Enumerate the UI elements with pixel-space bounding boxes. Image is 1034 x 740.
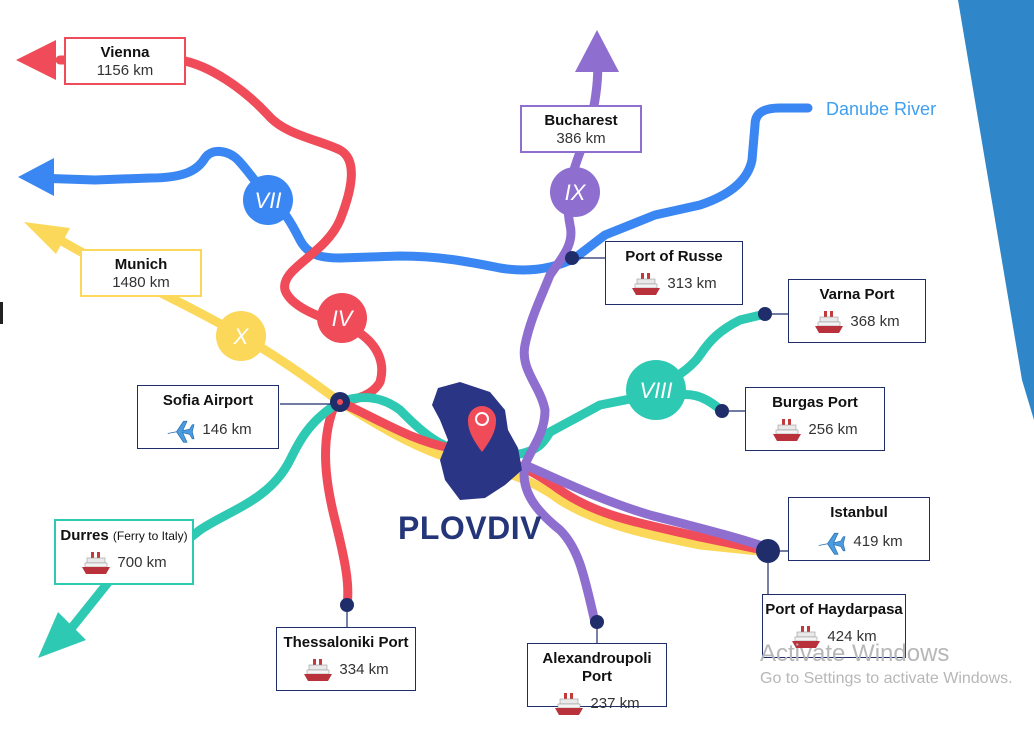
watermark-subtitle[interactable]: Go to Settings to activate Windows. xyxy=(760,670,1013,687)
activation-watermark: Activate Windows Go to Settings to activ… xyxy=(760,640,1013,690)
istanbul-node xyxy=(756,539,780,563)
alexandroupoli-node xyxy=(590,615,604,629)
arrow-north-icon xyxy=(575,30,619,72)
sofia-box: Sofia Airport 146 km xyxy=(137,385,279,449)
varna-node xyxy=(758,307,772,321)
sofia-name: Sofia Airport xyxy=(162,392,254,409)
ship-icon xyxy=(303,658,333,682)
corridor-ix-line xyxy=(519,43,603,627)
port-russe-distance: 313 km xyxy=(667,275,717,292)
varna-distance: 368 km xyxy=(850,313,900,330)
port-russe-name: Port of Russe xyxy=(625,248,723,265)
russe-node xyxy=(565,251,579,265)
haydarpasa-name: Port of Haydarpasa xyxy=(765,601,903,618)
corridor-iv-line xyxy=(55,55,387,610)
alexandroupoli-name: Alexandroupoli Port xyxy=(542,650,652,685)
corridor-x-badge: X xyxy=(216,311,266,361)
thessaloniki-node xyxy=(340,598,354,612)
varna-name: Varna Port xyxy=(819,286,895,303)
istanbul-box: Istanbul 419 km xyxy=(788,497,930,561)
corridor-vii-line xyxy=(23,103,813,275)
thessaloniki-box: Thessaloniki Port 334 km xyxy=(276,627,416,691)
haydarpasa-distance: 424 km xyxy=(827,628,877,645)
bucharest-name: Bucharest xyxy=(544,112,618,129)
airplane-icon xyxy=(815,528,847,556)
vienna-box: Vienna 1156 km xyxy=(64,37,186,85)
arrow-west-icon xyxy=(18,158,54,196)
munich-distance: 1480 km xyxy=(112,274,170,291)
istanbul-name: Istanbul xyxy=(830,504,888,521)
arrow-southwest-icon xyxy=(38,612,86,658)
port-russe-box: Port of Russe 313 km xyxy=(605,241,743,305)
arrow-munich-icon xyxy=(24,222,70,254)
vienna-distance: 1156 km xyxy=(96,62,154,79)
thessaloniki-distance: 334 km xyxy=(339,661,389,678)
side-panel xyxy=(958,0,1034,420)
burgas-node xyxy=(715,404,729,418)
arrow-northwest-icon xyxy=(16,40,56,80)
munich-box: Munich 1480 km xyxy=(80,249,202,297)
watermark-title: Activate Windows xyxy=(760,640,950,667)
burgas-distance: 256 km xyxy=(808,421,858,438)
ferry-icon xyxy=(81,551,111,575)
city-title: PLOVDIV xyxy=(398,510,542,546)
burgas-name: Burgas Port xyxy=(772,394,858,411)
sofia-distance: 146 km xyxy=(202,421,252,438)
corridor-ix-badge: IX xyxy=(550,167,600,217)
haydarpasa-box: Port of Haydarpasa 424 km xyxy=(762,594,906,658)
varna-box: Varna Port 368 km xyxy=(788,279,926,343)
durres-box: Durres (Ferry to Italy) 700 km xyxy=(54,519,194,585)
edge-mark xyxy=(0,302,3,324)
alexandroupoli-distance: 237 km xyxy=(590,695,640,712)
corridor-vii-badge: VII xyxy=(243,175,293,225)
ship-icon xyxy=(631,272,661,296)
istanbul-distance: 419 km xyxy=(853,533,903,550)
thessaloniki-name: Thessaloniki Port xyxy=(283,634,409,651)
durres-distance: 700 km xyxy=(117,554,167,571)
bucharest-distance: 386 km xyxy=(556,130,606,147)
ship-icon xyxy=(772,418,802,442)
corridor-vii-label: VII xyxy=(255,188,282,213)
corridor-ix-label: IX xyxy=(565,180,587,205)
corridor-x-label: X xyxy=(233,324,250,349)
corridor-x-line xyxy=(55,235,773,557)
vienna-name: Vienna xyxy=(100,44,150,61)
istanbul-purple-line xyxy=(520,460,773,553)
corridor-iv-badge: IV xyxy=(317,293,367,343)
corridor-viii-badge: VIII xyxy=(626,360,686,420)
ship-icon xyxy=(814,310,844,334)
durres-note: (Ferry to Italy) xyxy=(112,529,188,543)
durres-name: Durres xyxy=(60,527,109,544)
corridor-viii-label: VIII xyxy=(639,378,672,403)
danube-river-label: Danube River xyxy=(826,99,937,119)
ship-icon xyxy=(554,692,584,716)
corridor-viii-line xyxy=(335,309,770,459)
location-pin-icon xyxy=(468,406,496,452)
airplane-icon xyxy=(164,416,196,444)
corridor-iv-label: IV xyxy=(332,306,355,331)
alexandroupoli-box: Alexandroupoli Port 237 km xyxy=(527,643,667,707)
munich-name: Munich xyxy=(114,256,168,273)
burgas-box: Burgas Port 256 km xyxy=(745,387,885,451)
bucharest-box: Bucharest 386 km xyxy=(520,105,642,153)
